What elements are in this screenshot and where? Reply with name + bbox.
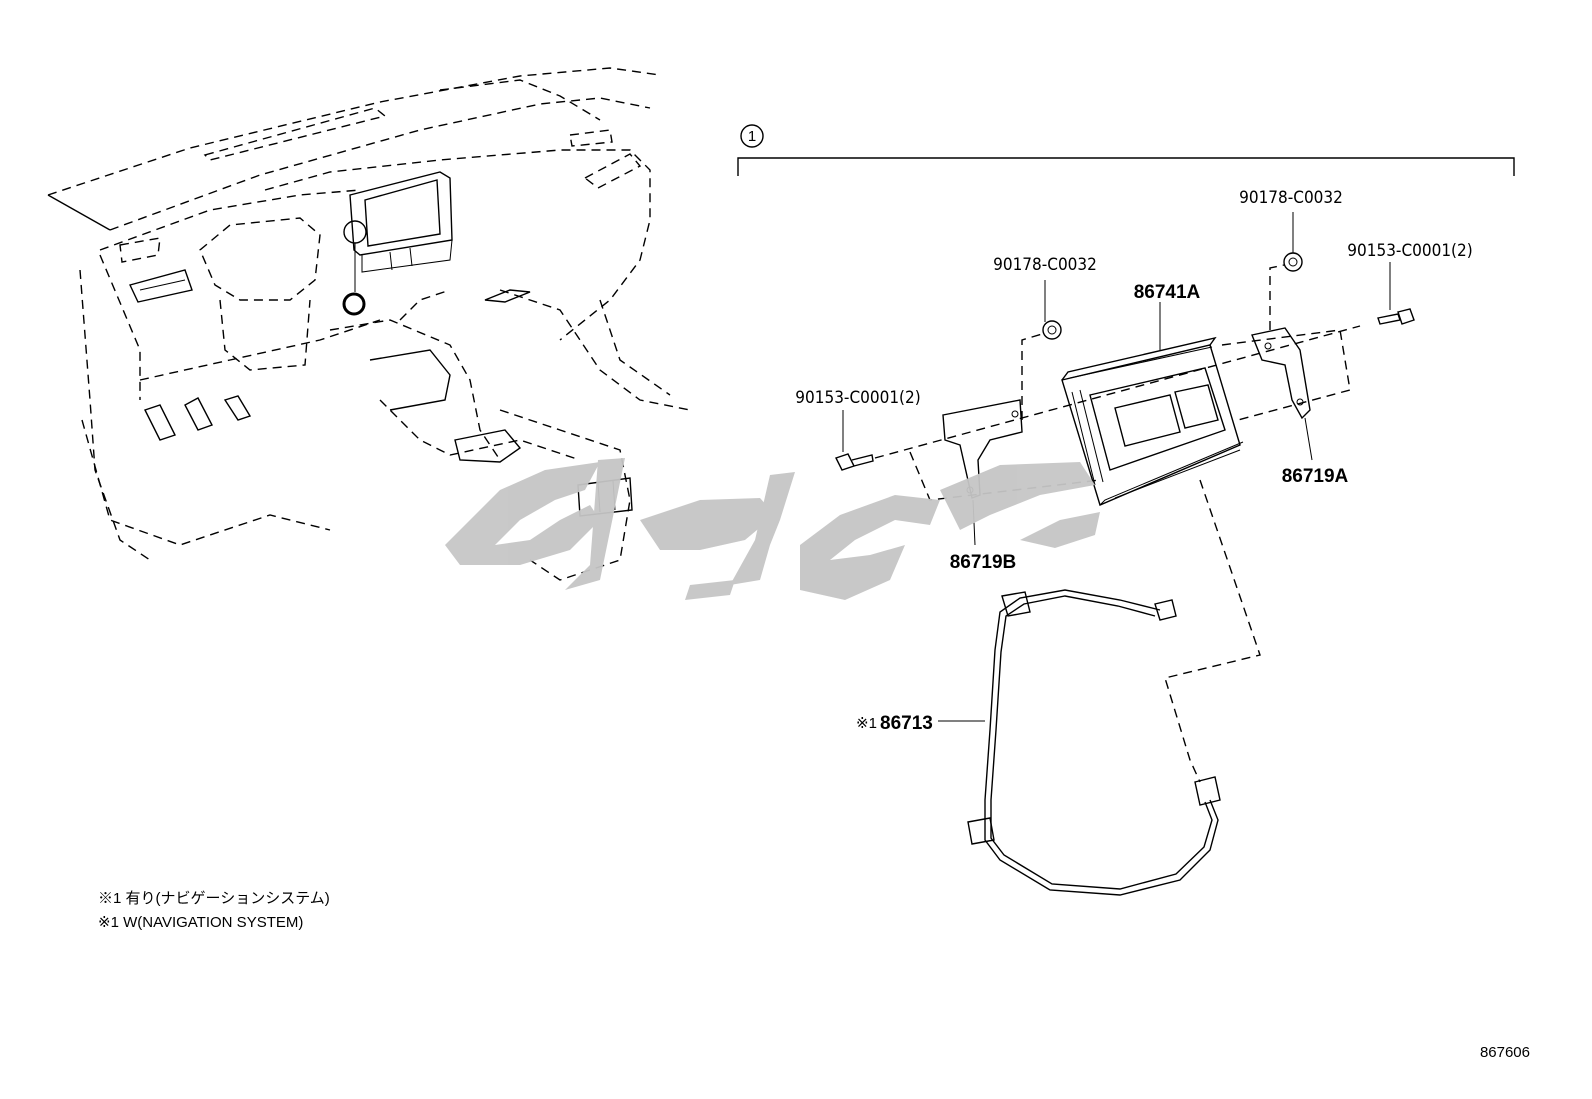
label-bracket-right: 86719A — [1282, 466, 1349, 487]
assembly-callout-number: 1 — [748, 128, 756, 145]
parts-explosion: 1 — [737, 124, 1515, 896]
bracket-right — [1251, 327, 1311, 420]
label-bolt-left: 90153-C0001(2) — [795, 388, 920, 408]
bolt-right — [1377, 308, 1415, 325]
label-harness: 86713 — [880, 713, 933, 734]
note-line-jp: ※1 有り(ナビゲーションシステム) — [98, 890, 330, 907]
label-harness-note: ※1 — [856, 715, 877, 732]
figure-id: 867606 — [1480, 1044, 1530, 1061]
label-bracket-left: 86719B — [950, 552, 1017, 573]
navigation-location-icon — [342, 292, 366, 316]
bolt-left — [835, 453, 874, 471]
label-nut-left: 90178-C0032 — [993, 255, 1097, 275]
watermark-logo — [445, 458, 1100, 600]
assembly-callout-icon — [740, 124, 764, 148]
note-line-en: ※1 W(NAVIGATION SYSTEM) — [98, 914, 303, 931]
dashboard-illustration — [47, 67, 691, 581]
nut-right — [1283, 252, 1303, 272]
nut-left — [1042, 320, 1062, 340]
label-nut-right: 90178-C0032 — [1239, 188, 1343, 208]
navigation-receiver — [1061, 336, 1244, 506]
label-bolt-right: 90153-C0001(2) — [1347, 241, 1472, 261]
callout-marker-icon — [343, 220, 367, 244]
label-receiver: 86741A — [1134, 282, 1201, 303]
wire-harness — [967, 589, 1221, 896]
